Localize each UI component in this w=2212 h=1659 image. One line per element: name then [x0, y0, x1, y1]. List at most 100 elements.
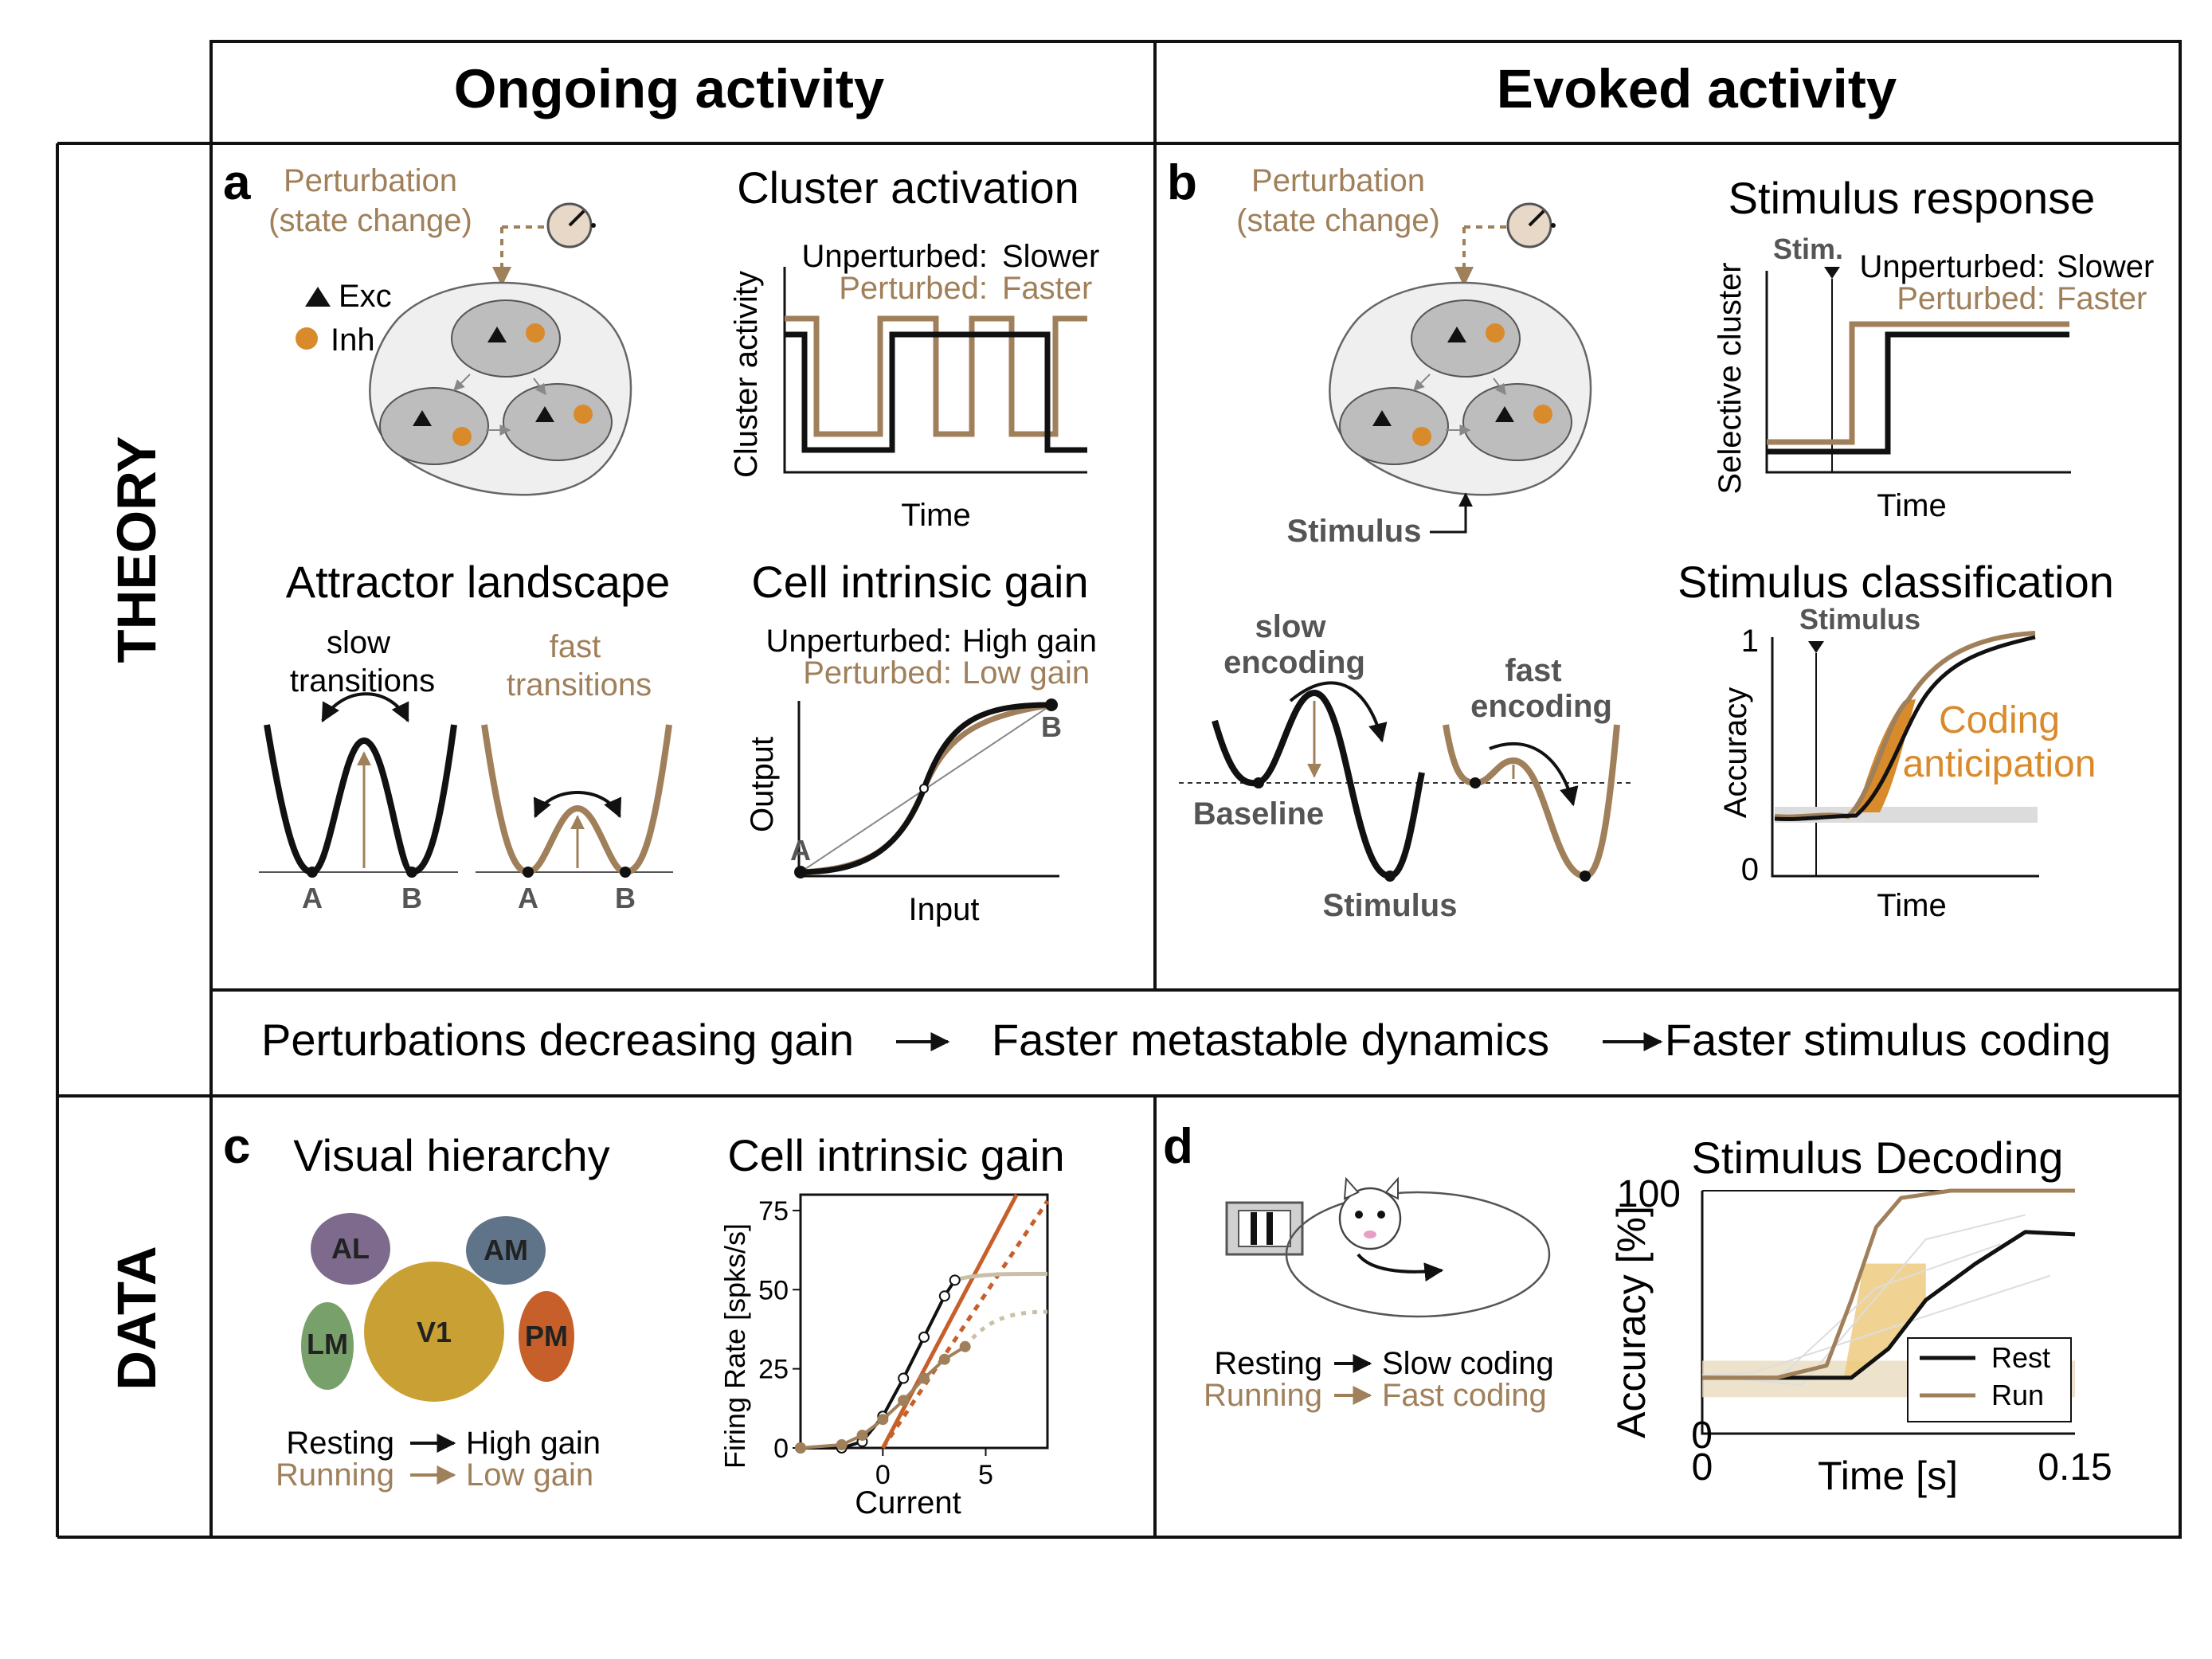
gain-theory-plot: [794, 698, 1059, 878]
decoding-xlabel: Time [s]: [1818, 1454, 1958, 1498]
mouse-setup-diagram: [1225, 1176, 1551, 1318]
y-tick-label: 50: [758, 1275, 789, 1305]
run-series-point: [856, 1430, 868, 1442]
attractor-title: Attractor landscape: [286, 557, 670, 607]
triangle-icon: [305, 287, 331, 307]
selective-cluster-ylabel: Selective cluster: [1713, 262, 1748, 494]
frame: [56, 40, 2182, 1539]
state-b-slow: B: [401, 882, 422, 914]
coding-anticipation-1: Coding: [1939, 699, 2060, 741]
area-pm: PM: [525, 1320, 568, 1352]
perturbed-value-b: Faster: [2057, 281, 2147, 316]
legend-run: Run: [1991, 1379, 2044, 1411]
running-result-c: Low gain: [466, 1457, 593, 1493]
saturation-curve: [954, 1271, 1048, 1282]
coding-anticipation-2: anticipation: [1903, 743, 2097, 785]
perturbed-value-a1: Faster: [1002, 271, 1092, 306]
state-a-slow: A: [302, 882, 323, 914]
response-title: Stimulus response: [1728, 173, 2096, 223]
area-al: AL: [331, 1232, 370, 1265]
section-theory: THEORY: [106, 436, 167, 663]
running-result-d: Fast coding: [1382, 1378, 1547, 1413]
accuracy-y1: 1: [1741, 624, 1759, 659]
gain-title-c: Cell intrinsic gain: [727, 1130, 1064, 1180]
decoding-y-bottom: 0: [1691, 1414, 1713, 1457]
point-a: A: [790, 834, 811, 867]
run-series-point: [898, 1395, 910, 1407]
input-xlabel: Input: [909, 892, 980, 927]
current-xlabel: Current: [855, 1485, 961, 1520]
gain-data-axes: [799, 1193, 1049, 1450]
run-series-line: [1702, 1188, 2075, 1380]
area-am: AM: [484, 1234, 528, 1266]
run-series-point: [918, 1372, 930, 1384]
point-b: B: [1041, 710, 1062, 743]
network-diagram-a: [369, 281, 632, 496]
cluster-activity-xlabel: Time: [901, 498, 970, 533]
panel-label-a: a: [223, 155, 251, 210]
rest-series-point: [898, 1372, 910, 1384]
slow-encoding-2: encoding: [1223, 645, 1365, 680]
cluster-activation-title: Cluster activation: [737, 162, 1079, 213]
stim-marker-icon: [1824, 267, 1840, 279]
unperturbed-value-a1: Slower: [1002, 239, 1099, 274]
stim-label: Stim.: [1773, 233, 1843, 265]
cluster-activity-ylabel: Cluster activity: [729, 271, 764, 478]
saturation-curve-dashed: [963, 1309, 1048, 1348]
encoding-landscape: [1179, 681, 1633, 882]
unperturbed-label-a1: Unperturbed:: [802, 239, 988, 274]
high-gain-fit-line: [881, 1193, 1019, 1450]
trial-trace: [1701, 1214, 2026, 1387]
summary-part2: Faster metastable dynamics: [992, 1015, 1549, 1065]
state-a-fast: A: [518, 882, 538, 914]
header-evoked: Evoked activity: [1497, 58, 1897, 119]
resting-result-d: Slow coding: [1382, 1346, 1554, 1381]
gain-title-a: Cell intrinsic gain: [751, 557, 1088, 607]
dial-icon-b: [1454, 202, 1556, 287]
legend-rest: Rest: [1991, 1341, 2050, 1374]
fast-transitions-2: transitions: [507, 667, 652, 702]
decoding-legend: [1907, 1337, 2072, 1422]
decoding-title: Stimulus Decoding: [1692, 1133, 2064, 1183]
fast-landscape: [476, 724, 673, 878]
unperturbed-value-b: Slower: [2057, 249, 2154, 284]
classification-title: Stimulus classification: [1678, 557, 2114, 607]
decoding-axes: [1701, 1191, 2075, 1435]
anticipation-area: [1843, 1263, 1926, 1378]
perturbation-label-a: Perturbation: [284, 163, 457, 198]
accuracy-y0: 0: [1741, 852, 1759, 887]
perturbed-value-a2: Low gain: [962, 655, 1090, 691]
stimulus-state-label: Stimulus: [1323, 888, 1458, 923]
slow-encoding-1: slow: [1255, 609, 1327, 644]
stimulus-marker-icon: [1808, 641, 1824, 653]
summary-part3: Faster stimulus coding: [1665, 1015, 2111, 1065]
accuracy-ylabel-b: Accuracy: [1718, 687, 1753, 819]
run-series-point: [959, 1340, 971, 1352]
run-series-point: [938, 1353, 950, 1365]
circle-icon: [296, 327, 318, 350]
y-tick-label: 0: [773, 1434, 789, 1464]
resting-label-c: Resting: [286, 1426, 394, 1461]
visual-areas-diagram: [301, 1213, 574, 1402]
run-series-point: [795, 1442, 806, 1454]
unperturbed-value-a2: High gain: [962, 624, 1097, 659]
stimulus-label-b: Stimulus: [1287, 514, 1422, 549]
low-gain-fit-line: [881, 1199, 1050, 1450]
stimulus-response-plot: [1765, 271, 2071, 474]
x-tick-label: 5: [978, 1460, 993, 1490]
rest-series-point: [938, 1290, 950, 1302]
baseline-label: Baseline: [1193, 796, 1325, 831]
visual-hierarchy-title: Visual hierarchy: [293, 1130, 609, 1180]
run-series-point: [836, 1439, 848, 1451]
running-label-c: Running: [276, 1457, 394, 1493]
network-diagram-b: [1329, 281, 1592, 534]
slow-landscape: [259, 692, 458, 878]
rest-series-point: [918, 1331, 930, 1343]
exc-label: Exc: [339, 279, 392, 314]
perturbation-sub-a: (state change): [268, 203, 472, 238]
fast-encoding-2: encoding: [1470, 689, 1612, 724]
rest-series-line: [1702, 1230, 2076, 1380]
trial-trace: [1701, 1274, 2051, 1376]
